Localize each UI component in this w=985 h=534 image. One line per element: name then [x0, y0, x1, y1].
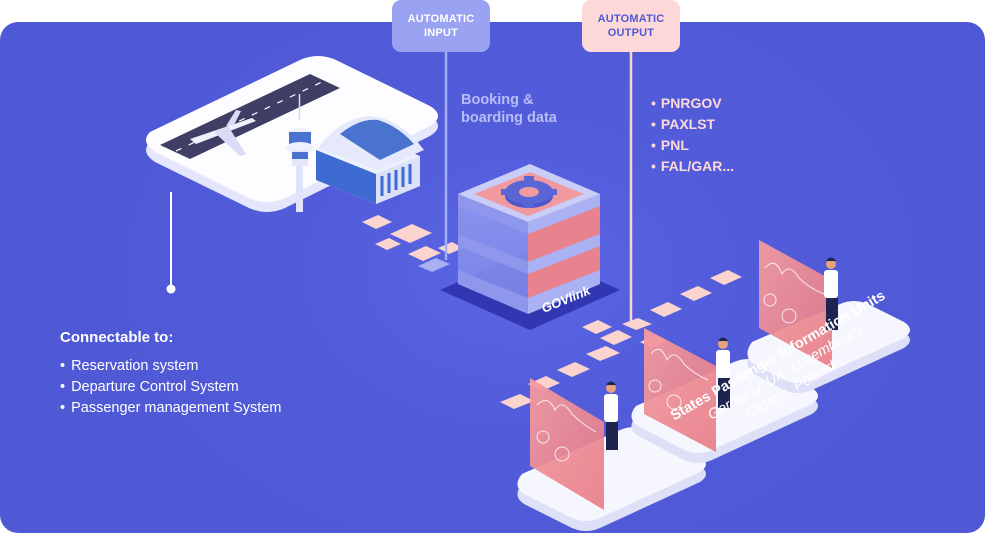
- automatic-input-tag: AUTOMATIC INPUT: [392, 0, 490, 52]
- data-path-airport-hub: [362, 215, 463, 272]
- scene-illustration: GOVlink: [146, 52, 910, 531]
- connector-dot: [166, 284, 176, 294]
- connectable-item: Passenger management System: [60, 398, 281, 419]
- output-format-item: FAL/GAR...: [651, 156, 734, 177]
- input-data-description: Booking & boarding data: [461, 91, 591, 127]
- gear-icon: [501, 176, 557, 208]
- connectable-item: Departure Control System: [60, 377, 281, 398]
- connectable-list: Reservation system Departure Control Sys…: [60, 356, 281, 419]
- control-tower-icon: [286, 94, 314, 212]
- connectable-section: Connectable to: Reservation system Depar…: [60, 329, 281, 419]
- dashboard-screen-icon: [759, 240, 832, 368]
- input-data-line: Booking &: [461, 92, 534, 108]
- officer-icon: [604, 381, 618, 450]
- airplane-icon: [190, 110, 256, 156]
- output-format-item: PNL: [651, 135, 734, 156]
- govlink-hub: GOVlink: [440, 164, 620, 330]
- dashboard-screen-icon: [644, 328, 716, 452]
- officer-icon: [824, 257, 838, 330]
- output-formats-list: PNRGOV PAXLST PNL FAL/GAR...: [651, 93, 734, 177]
- dashboard-screen-icon: [530, 378, 604, 510]
- airport-platform: [146, 56, 438, 212]
- connectable-item: Reservation system: [60, 356, 281, 377]
- officer-icon: [716, 337, 730, 408]
- destination-platform-3: [747, 240, 910, 393]
- automatic-output-tag: AUTOMATIC OUTPUT: [582, 0, 680, 52]
- terminal-building: [316, 116, 424, 204]
- output-format-item: PAXLST: [651, 114, 734, 135]
- destination-platform-1: [517, 378, 706, 531]
- input-data-line: boarding data: [461, 110, 557, 126]
- diagram-background: GOVlink: [0, 22, 985, 533]
- connectable-title: Connectable to:: [60, 329, 174, 346]
- output-format-item: PNRGOV: [651, 93, 734, 114]
